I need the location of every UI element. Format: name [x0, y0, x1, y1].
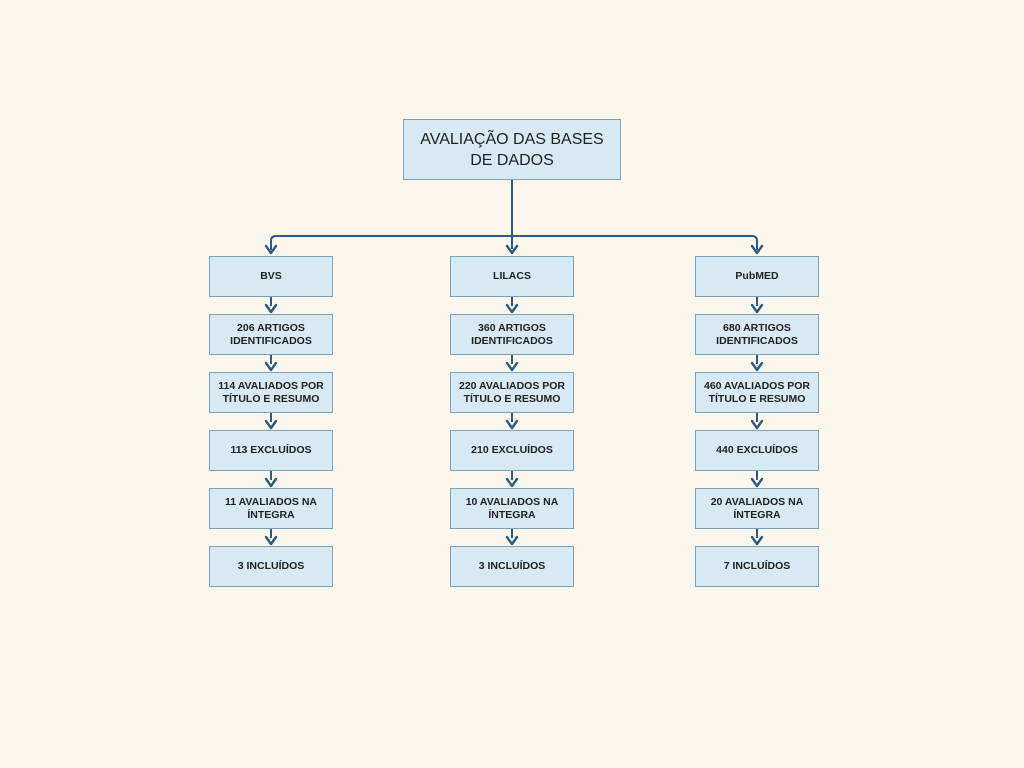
- down-arrow-icon: [750, 297, 764, 314]
- arrowhead-down-icon: [750, 244, 764, 255]
- down-arrow-icon: [264, 529, 278, 546]
- pubmed-excluded-box: 440 EXCLUÍDOS: [695, 430, 819, 471]
- pubmed-excluded-label: 440 EXCLUÍDOS: [716, 444, 798, 456]
- down-arrow-icon: [505, 471, 519, 488]
- down-arrow-icon: [750, 355, 764, 372]
- down-arrow-icon: [750, 471, 764, 488]
- lilacs-included-label: 3 INCLUÍDOS: [478, 560, 546, 572]
- bvs-included-box: 3 INCLUÍDOS: [209, 546, 333, 587]
- down-arrow-icon: [264, 297, 278, 314]
- bvs-header-box: BVS: [209, 256, 333, 297]
- bvs-included-label: 3 INCLUÍDOS: [237, 560, 305, 572]
- pubmed-screened-label: 460 AVALIADOS POR TÍTULO E RESUMO: [704, 379, 810, 405]
- pubmed-header-box: PubMED: [695, 256, 819, 297]
- down-arrow-icon: [264, 355, 278, 372]
- lilacs-header-box: LILACS: [450, 256, 574, 297]
- pubmed-fulltext-label: 20 AVALIADOS NA ÍNTEGRA: [710, 495, 804, 521]
- lilacs-identified-box: 360 ARTIGOS IDENTIFICADOS: [450, 314, 574, 355]
- column-lilacs: LILACS 360 ARTIGOS IDENTIFICADOS 220 AVA…: [450, 256, 574, 587]
- title-box: AVALIAÇÃO DAS BASES DE DADOS: [403, 119, 621, 180]
- down-arrow-icon: [264, 413, 278, 430]
- lilacs-fulltext-box: 10 AVALIADOS NA ÍNTEGRA: [450, 488, 574, 529]
- bvs-excluded-label: 113 EXCLUÍDOS: [230, 444, 312, 456]
- column-pubmed: PubMED 680 ARTIGOS IDENTIFICADOS 460 AVA…: [695, 256, 819, 587]
- lilacs-identified-label: 360 ARTIGOS IDENTIFICADOS: [471, 321, 553, 347]
- bvs-identified-label: 206 ARTIGOS IDENTIFICADOS: [230, 321, 312, 347]
- bvs-screened-label: 114 AVALIADOS POR TÍTULO E RESUMO: [218, 379, 324, 405]
- pubmed-fulltext-box: 20 AVALIADOS NA ÍNTEGRA: [695, 488, 819, 529]
- arrowhead-down-icon: [505, 244, 519, 255]
- lilacs-screened-label: 220 AVALIADOS POR TÍTULO E RESUMO: [459, 379, 565, 405]
- down-arrow-icon: [505, 297, 519, 314]
- pubmed-included-label: 7 INCLUÍDOS: [723, 560, 791, 572]
- lilacs-fulltext-label: 10 AVALIADOS NA ÍNTEGRA: [465, 495, 559, 521]
- bvs-excluded-box: 113 EXCLUÍDOS: [209, 430, 333, 471]
- down-arrow-icon: [750, 413, 764, 430]
- down-arrow-icon: [505, 529, 519, 546]
- lilacs-excluded-box: 210 EXCLUÍDOS: [450, 430, 574, 471]
- column-bvs: BVS 206 ARTIGOS IDENTIFICADOS 114 AVALIA…: [209, 256, 333, 587]
- diagram-title: AVALIAÇÃO DAS BASES DE DADOS: [420, 130, 604, 169]
- bvs-fulltext-label: 11 AVALIADOS NA ÍNTEGRA: [225, 495, 317, 521]
- bvs-header-label: BVS: [260, 270, 282, 282]
- lilacs-excluded-label: 210 EXCLUÍDOS: [471, 444, 553, 456]
- pubmed-identified-label: 680 ARTIGOS IDENTIFICADOS: [716, 321, 798, 347]
- down-arrow-icon: [505, 355, 519, 372]
- bvs-screened-box: 114 AVALIADOS POR TÍTULO E RESUMO: [209, 372, 333, 413]
- down-arrow-icon: [505, 413, 519, 430]
- down-arrow-icon: [750, 529, 764, 546]
- bvs-identified-box: 206 ARTIGOS IDENTIFICADOS: [209, 314, 333, 355]
- pubmed-included-box: 7 INCLUÍDOS: [695, 546, 819, 587]
- bvs-fulltext-box: 11 AVALIADOS NA ÍNTEGRA: [209, 488, 333, 529]
- pubmed-header-label: PubMED: [735, 270, 779, 282]
- lilacs-header-label: LILACS: [493, 270, 531, 282]
- down-arrow-icon: [264, 471, 278, 488]
- lilacs-screened-box: 220 AVALIADOS POR TÍTULO E RESUMO: [450, 372, 574, 413]
- pubmed-screened-box: 460 AVALIADOS POR TÍTULO E RESUMO: [695, 372, 819, 413]
- pubmed-identified-box: 680 ARTIGOS IDENTIFICADOS: [695, 314, 819, 355]
- lilacs-included-box: 3 INCLUÍDOS: [450, 546, 574, 587]
- arrowhead-down-icon: [264, 244, 278, 255]
